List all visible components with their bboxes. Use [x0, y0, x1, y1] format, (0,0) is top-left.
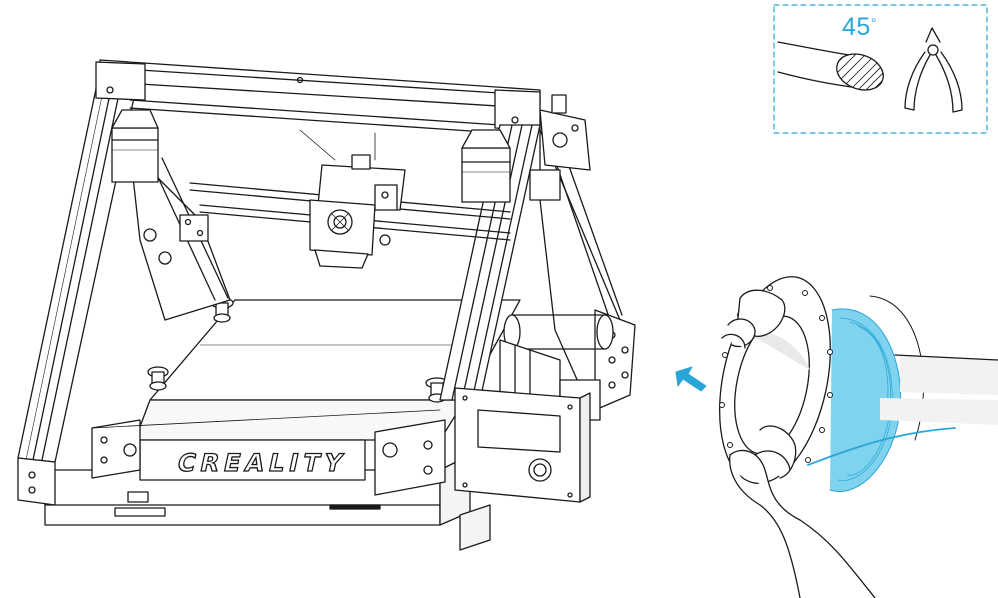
extruder	[529, 94, 591, 201]
control-screen	[454, 387, 591, 503]
stepper-motor-right	[461, 129, 511, 203]
frame-left-rail	[17, 69, 141, 506]
conveyor-bed	[134, 299, 521, 481]
arrow-icon	[675, 366, 707, 392]
filament-cut-inset	[773, 4, 988, 134]
cut-angle-value: 45	[842, 13, 871, 41]
cut-angle-unit: °	[870, 15, 877, 31]
frame-top	[95, 59, 541, 134]
stepper-motor-left	[111, 109, 159, 183]
roller-right	[374, 419, 446, 496]
print-head	[309, 154, 406, 269]
printer-base	[44, 454, 491, 551]
pliers-icon	[904, 27, 963, 113]
brand-logo-text: CREALITY	[174, 448, 351, 477]
frame-left-bracket	[129, 149, 231, 321]
hand-icon	[721, 289, 876, 598]
roller-left	[91, 409, 441, 479]
cut-angle-label: 45°	[842, 13, 877, 42]
printer	[17, 59, 636, 551]
filament-strand	[777, 41, 889, 97]
